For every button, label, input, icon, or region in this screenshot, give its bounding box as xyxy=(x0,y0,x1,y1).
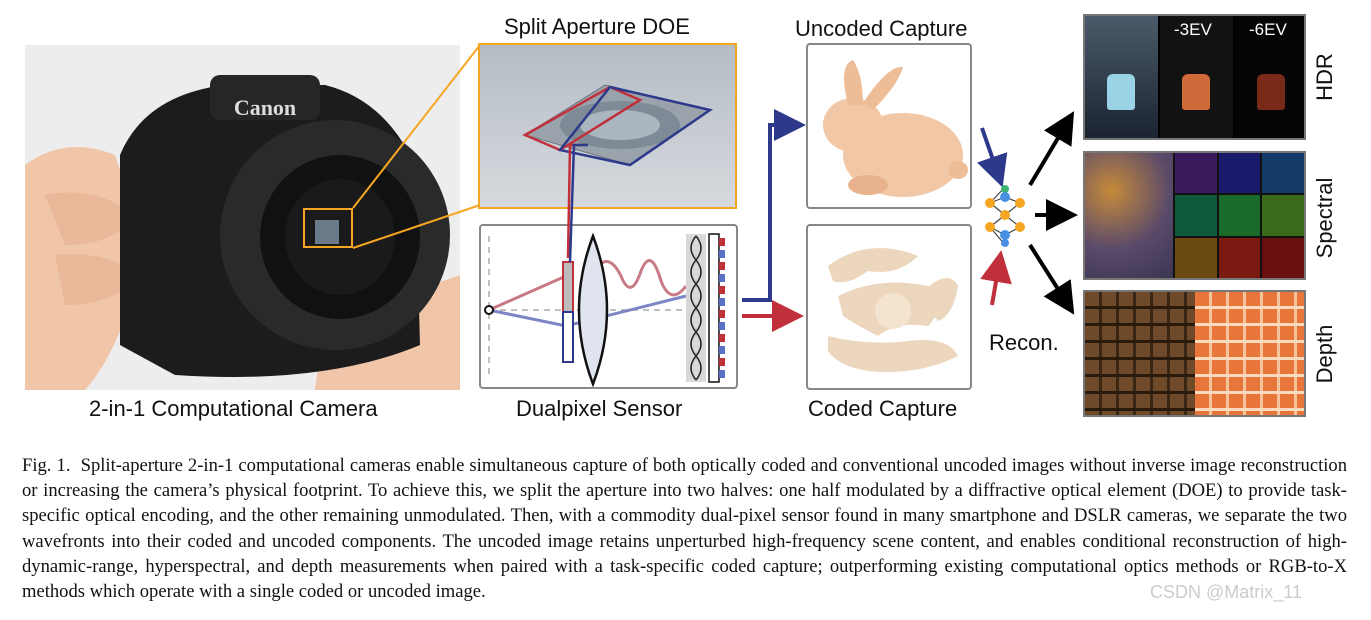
camera-illustration: Canon xyxy=(25,45,460,390)
recon-label: Recon. xyxy=(989,330,1059,355)
coded-capture-image xyxy=(806,224,972,390)
network-icon xyxy=(980,185,1030,247)
camera-label: 2-in-1 Computational Camera xyxy=(89,396,378,421)
caption-prefix: Fig. 1. xyxy=(22,455,71,476)
doe-highlight-box xyxy=(303,208,353,248)
spectral-label: Spectral xyxy=(1312,177,1337,259)
uncoded-capture-image xyxy=(806,43,972,209)
uncoded-title: Uncoded Capture xyxy=(795,16,968,41)
depth-map xyxy=(1195,292,1304,415)
sensor-diagram xyxy=(479,224,738,389)
spectral-rgb xyxy=(1085,153,1173,278)
spectral-bands-grid xyxy=(1175,153,1304,278)
doe-title: Split Aperture DOE xyxy=(504,14,690,39)
capture-arrows xyxy=(742,109,1078,332)
spectral-image xyxy=(1083,151,1306,280)
caption-text: Split-aperture 2-in-1 computational came… xyxy=(22,455,1347,603)
depth-rgb xyxy=(1085,292,1195,415)
coded-label: Coded Capture xyxy=(808,396,958,421)
figure-caption: Fig. 1. Split-aperture 2-in-1 computatio… xyxy=(22,453,1347,604)
doe-sensor-link xyxy=(566,143,588,263)
hdr-label: HDR xyxy=(1312,53,1337,101)
watermark: CSDN @Matrix_11 xyxy=(1150,582,1302,602)
depth-label: Depth xyxy=(1312,324,1337,384)
zoom-lines xyxy=(352,44,481,249)
ev-label-6: -6EV xyxy=(1249,20,1287,39)
hdr-tile-6ev: -6EV xyxy=(1235,16,1304,138)
depth-image xyxy=(1083,290,1306,417)
hdr-image: -3EV -6EV xyxy=(1083,14,1306,140)
camera-photo: Canon xyxy=(25,45,460,390)
sensor-optics-illustration xyxy=(484,232,725,387)
sensor-label: Dualpixel Sensor xyxy=(516,396,683,421)
ev-label-3: -3EV xyxy=(1174,20,1212,39)
coded-pattern-illustration xyxy=(828,248,958,372)
hdr-tile-0ev xyxy=(1085,16,1158,138)
camera-brand-text: Canon xyxy=(234,95,296,120)
bunny-icon xyxy=(823,60,968,197)
hdr-tile-3ev: -3EV xyxy=(1160,16,1233,138)
